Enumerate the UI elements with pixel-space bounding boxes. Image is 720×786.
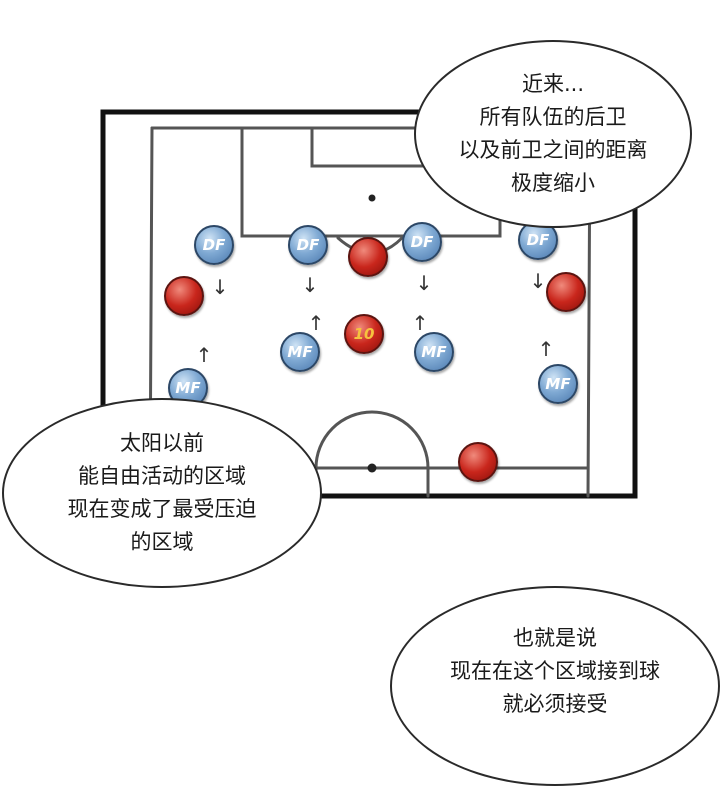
bubble-line: 现在在这个区域接到球: [450, 659, 660, 683]
opponent-player-4: [458, 442, 498, 482]
bubble-line: 的区域: [130, 530, 194, 554]
bubble-line: 能自由活动的区域: [78, 464, 246, 488]
arrow-down-icon: ↓: [529, 269, 547, 293]
player-df-1: DF: [194, 225, 234, 265]
bubble-line: 近来...: [521, 72, 585, 96]
speech-bubble-top-right: 近来... 所有队伍的后卫 以及前卫之间的距离 极度缩小: [414, 40, 692, 228]
bubble-line: 就必须接受: [502, 692, 608, 716]
arrow-up-icon: ↑: [307, 311, 325, 335]
centre-spot: [367, 463, 377, 473]
penalty-spot: [368, 194, 376, 202]
bubble-line: 以及前卫之间的距离: [458, 138, 648, 162]
arrow-down-icon: ↓: [301, 273, 319, 297]
arrow-up-icon: ↑: [537, 337, 555, 361]
speech-bubble-left: 太阳以前 能自由活动的区域 现在变成了最受压迫 的区域: [2, 398, 322, 588]
player-df-2: DF: [288, 225, 328, 265]
arrow-down-icon: ↓: [211, 275, 229, 299]
player-mf-2: MF: [414, 332, 454, 372]
arrow-down-icon: ↓: [415, 271, 433, 295]
bubble-line: 也就是说: [513, 626, 597, 650]
arrow-up-icon: ↑: [195, 343, 213, 367]
opponent-player-1: [164, 276, 204, 316]
bubble-line: 太阳以前: [120, 431, 204, 455]
bubble-line: 所有队伍的后卫: [479, 105, 627, 129]
pitch-outline: [100, 109, 638, 499]
bubble-line: 现在变成了最受压迫: [67, 497, 257, 521]
centre-circle: [314, 410, 430, 498]
arrow-up-icon: ↑: [411, 311, 429, 335]
opponent-player-star: 10: [344, 314, 384, 354]
bubble-line: 极度缩小: [511, 171, 595, 195]
speech-bubble-bottom-right: 也就是说 现在在这个区域接到球 就必须接受: [390, 586, 720, 786]
player-mf-3: MF: [538, 364, 578, 404]
opponent-player-2: [348, 237, 388, 277]
player-mf-1: MF: [280, 332, 320, 372]
player-df-3: DF: [402, 222, 442, 262]
opponent-player-3: [546, 272, 586, 312]
